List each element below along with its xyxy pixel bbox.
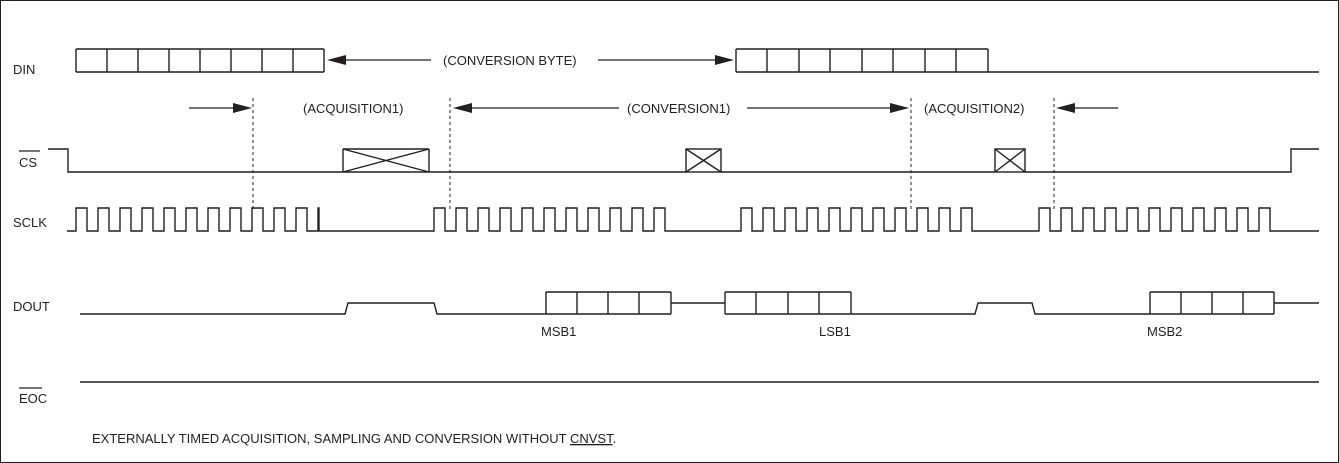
din-trace: [75, 48, 1319, 73]
conversion-byte-arrow: [327, 55, 734, 65]
conversion-byte-label: (CONVERSION BYTE): [443, 53, 577, 68]
conversion1-arrow: [453, 103, 909, 113]
cs-label: CS: [19, 155, 37, 170]
cs-trace: [48, 148, 1319, 173]
din-label: DIN: [13, 62, 35, 77]
eoc-label: EOC: [19, 391, 47, 406]
caption-prefix: EXTERNALLY TIMED ACQUISITION, SAMPLING A…: [92, 431, 570, 446]
acquisition1-label: (ACQUISITION1): [303, 101, 403, 116]
caption-suffix: .: [613, 431, 617, 446]
acquisition1-arrow: [189, 103, 252, 113]
conversion1-label: (CONVERSION1): [627, 101, 730, 116]
dout-trace: [80, 291, 1319, 315]
lsb1-label: LSB1: [819, 324, 851, 339]
msb1-label: MSB1: [541, 324, 576, 339]
sclk-label: SCLK: [13, 215, 47, 230]
dout-label: DOUT: [13, 299, 50, 314]
caption-cnvst: CNVST: [570, 431, 614, 446]
acquisition2-arrow: [1056, 103, 1118, 113]
timing-markers: [252, 98, 1055, 209]
sclk-trace: [67, 207, 1319, 232]
caption: EXTERNALLY TIMED ACQUISITION, SAMPLING A…: [92, 431, 616, 446]
acquisition2-label: (ACQUISITION2): [924, 101, 1024, 116]
msb2-label: MSB2: [1147, 324, 1182, 339]
